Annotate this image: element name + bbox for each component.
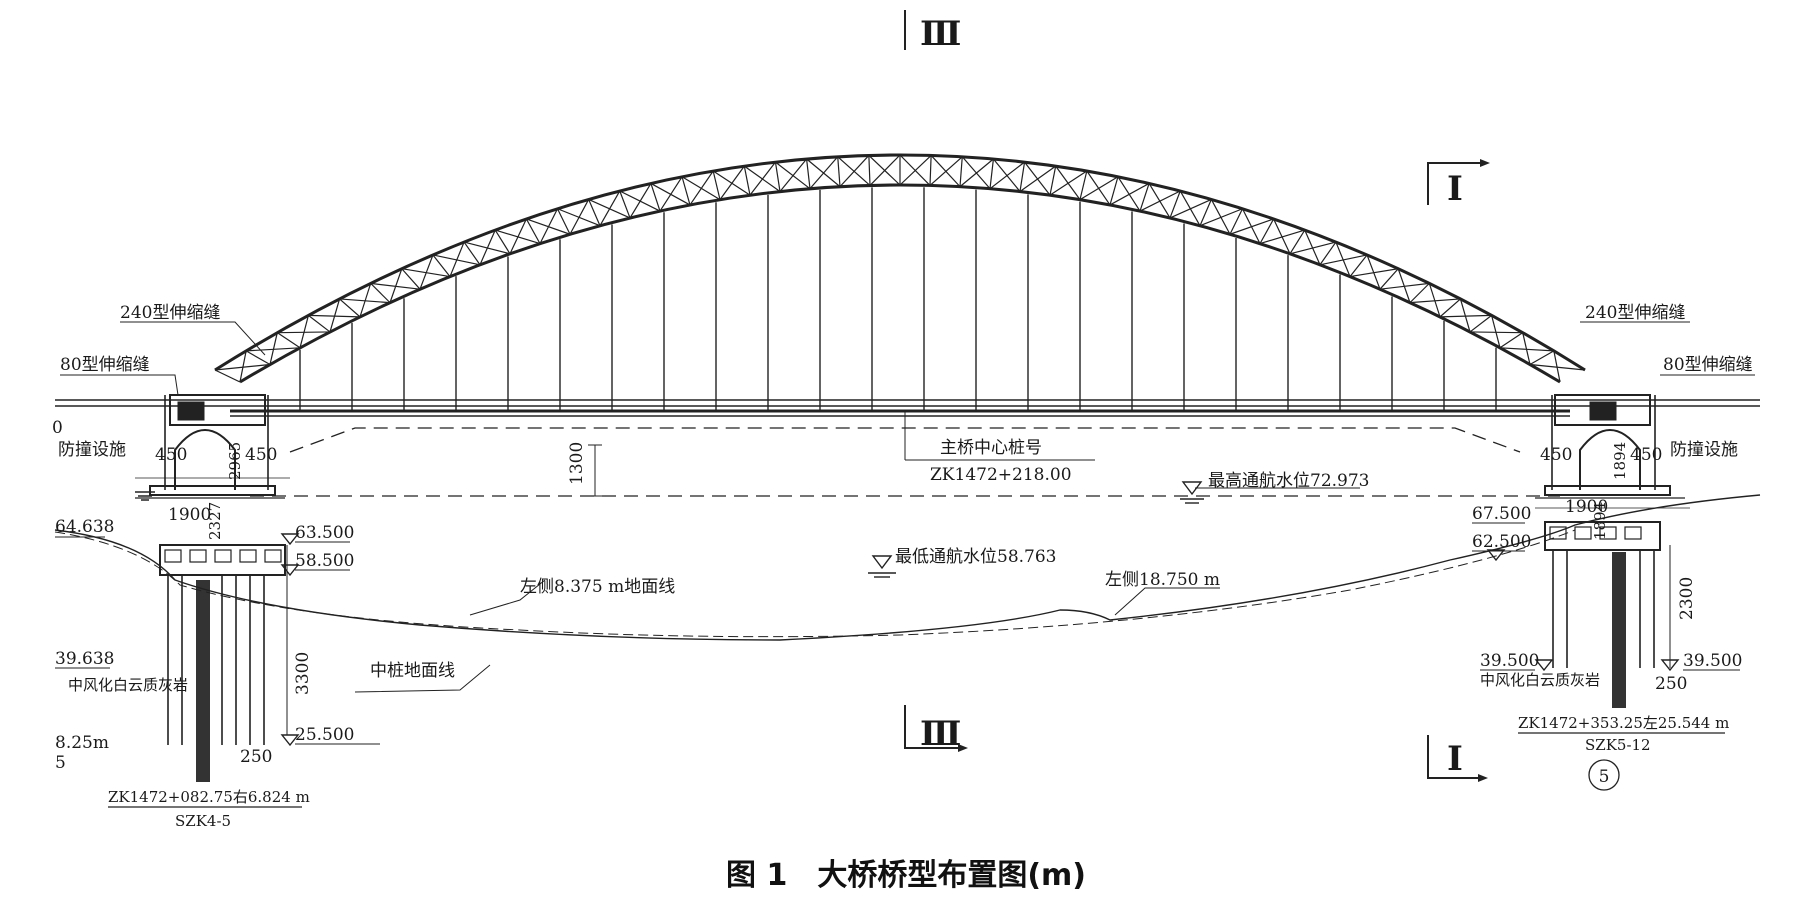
left-ground-line-label: 左侧8.375 m地面线: [520, 577, 675, 597]
svg-text:Ⅰ: Ⅰ: [1447, 739, 1463, 779]
dim-clearance-1300: 1300: [567, 442, 587, 485]
left-borehole-id: SZK4-5: [175, 812, 231, 830]
edge-fragment-3: 0: [52, 418, 63, 438]
dim-left-250: 250: [240, 747, 272, 767]
elev-right-67500: 67.500: [1472, 504, 1531, 524]
section-mark-3-bottom: Ⅲ: [904, 705, 968, 754]
pier-number-circle: [1588, 759, 1620, 791]
edge-fragment-2: 5: [55, 753, 66, 773]
dim-right-250: 250: [1655, 674, 1687, 694]
ground-lines: [54, 494, 1761, 641]
svg-text:Ⅲ: Ⅲ: [920, 714, 961, 754]
left-expansion-joint-240-label: 240型伸缩缝: [120, 303, 220, 323]
left-pier-station: ZK1472+082.75右6.824 m: [108, 788, 310, 806]
dim-left-2965: 2965: [226, 442, 244, 480]
right-pier-number: 5: [1599, 767, 1610, 787]
right-expansion-joint-240-label: 240型伸缩缝: [1585, 303, 1685, 323]
elev-right-39500b: 39.500: [1683, 651, 1742, 671]
right-rock-label: 中风化白云质灰岩: [1480, 671, 1600, 689]
hangers: [299, 187, 1497, 411]
dim-left-3300: 3300: [293, 652, 313, 695]
left-anti-collision-label: 防撞设施: [58, 440, 126, 460]
section-mark-1-bottom: Ⅰ: [1427, 735, 1488, 782]
section-mark-3-top: Ⅲ: [904, 10, 961, 54]
right-borehole-id: SZK5-12: [1585, 736, 1651, 754]
elev-left-63500: 63.500: [295, 523, 354, 543]
svg-text:Ⅰ: Ⅰ: [1447, 169, 1463, 209]
elev-left-58500: 58.500: [295, 551, 354, 571]
dim-right-1900: 1900: [1565, 497, 1608, 517]
left-pier: [135, 394, 290, 782]
left-expansion-joint-80-label: 80型伸缩缝: [60, 355, 150, 375]
edge-fragment-1: 8.25m: [55, 733, 109, 753]
dim-right-1894b: 1894: [1591, 502, 1609, 540]
elev-right-39500a: 39.500: [1480, 651, 1539, 671]
dim-right-450a: 450: [1540, 445, 1572, 465]
elev-left-39638: 39.638: [55, 649, 114, 669]
dim-right-1894: 1894: [1611, 442, 1629, 480]
right-expansion-joint-80-label: 80型伸缩缝: [1663, 355, 1753, 375]
dim-right-450b: 450: [1630, 445, 1662, 465]
left-rock-label: 中风化白云质灰岩: [68, 676, 188, 694]
dim-left-1900: 1900: [168, 505, 211, 525]
highest-water-level: 最高通航水位72.973: [1208, 471, 1369, 491]
left-ground-line-18750-label: 左侧18.750 m: [1105, 570, 1220, 590]
elev-left-64638: 64.638: [55, 517, 114, 537]
section-mark-1-top: Ⅰ: [1427, 159, 1490, 209]
deck: [55, 399, 1760, 417]
right-pier-station: ZK1472+353.25左25.544 m: [1518, 714, 1729, 732]
main-center-title: 主桥中心桩号: [940, 438, 1042, 458]
right-anti-collision-label: 防撞设施: [1670, 440, 1738, 460]
lowest-water-level: 最低通航水位58.763: [895, 547, 1056, 567]
dim-right-2300: 2300: [1677, 577, 1697, 620]
elev-right-62500: 62.500: [1472, 532, 1531, 552]
figure-caption: 图 1 大桥桥型布置图(m): [726, 858, 1086, 893]
dim-left-450b: 450: [245, 445, 277, 465]
main-center-station: ZK1472+218.00: [930, 465, 1072, 485]
water-level-symbols: [135, 481, 1680, 747]
arch-truss: [214, 153, 1586, 384]
elev-left-25500: 25.500: [295, 725, 354, 745]
middle-ground-line-label: 中桩地面线: [370, 661, 455, 681]
svg-text:Ⅲ: Ⅲ: [920, 14, 961, 54]
dim-left-450a: 450: [155, 445, 187, 465]
dim-left-2327: 2327: [206, 502, 224, 540]
leader-lines: [60, 321, 1755, 735]
